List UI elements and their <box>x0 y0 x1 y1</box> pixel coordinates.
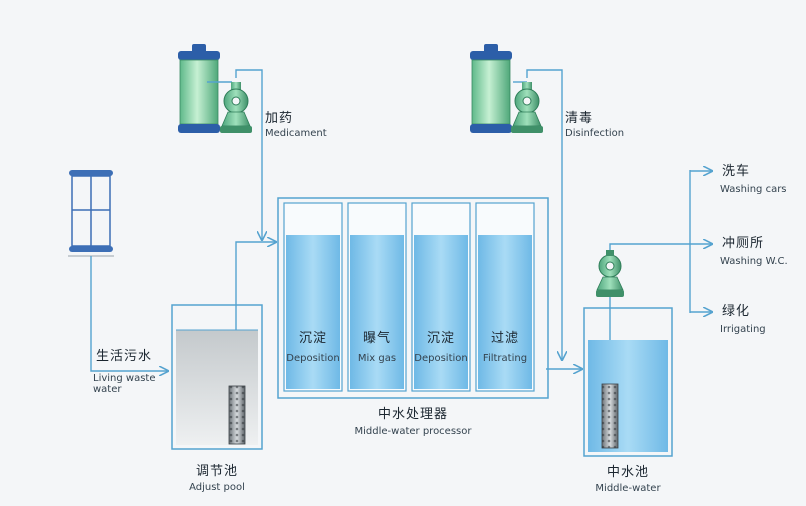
medicament-pump <box>207 81 252 133</box>
processor-label-en: Middle-water processor <box>354 426 472 437</box>
stage-3-label-en: Deposition <box>414 353 468 364</box>
living-waste-label: 生活污水 <box>96 349 153 364</box>
disinfection-label: 清毒 <box>565 111 594 126</box>
adjust-pool <box>171 304 263 450</box>
output-wc-label-en: Washing W.C. <box>720 256 788 267</box>
output-car-wash-label-en: Washing cars <box>720 184 787 195</box>
output-irrigation-label-en: Irrigating <box>720 324 766 335</box>
medicament-label-en: Medicament <box>265 128 327 139</box>
disinfection-tank <box>470 44 512 133</box>
medicament-pipe <box>235 69 262 240</box>
medicament-tank <box>178 44 220 133</box>
middle-pool-label: 中水池 <box>606 465 649 480</box>
disinfection-pipe <box>526 69 562 360</box>
stage-4-label-en: Filtrating <box>482 353 528 364</box>
output-irrigation-label: 绿化 <box>722 304 751 319</box>
stage-1-label: 沉淀 <box>298 331 327 346</box>
adjust-pool-label-en: Adjust pool <box>189 482 245 493</box>
disinfection-label-en: Disinfection <box>565 128 625 139</box>
stage-2-label: 曝气 <box>362 331 391 346</box>
output-car-wash-label: 洗车 <box>722 164 751 179</box>
processor-label: 中水处理器 <box>377 407 448 422</box>
output-wc-label: 冲厕所 <box>722 236 765 251</box>
roof-collector <box>68 170 114 257</box>
adjust-pool-label: 调节池 <box>195 464 238 479</box>
stage-3-label: 沉淀 <box>426 331 455 346</box>
middle-pump <box>596 250 624 297</box>
middle-pool-label-en: Middle-water <box>595 483 661 494</box>
stage-4-label: 过滤 <box>490 331 519 346</box>
disinfection-pump <box>511 81 543 133</box>
stage-1-label-en: Deposition <box>286 353 340 364</box>
living-waste-label-en-2: water <box>93 384 122 395</box>
living-waste-pipe <box>90 256 168 371</box>
stage-2-label-en: Mix gas <box>357 353 397 364</box>
middle-water-pool <box>583 307 673 457</box>
living-waste-label-en-1: Living waste <box>93 373 156 384</box>
processor-unit <box>277 197 549 399</box>
medicament-label: 加药 <box>265 111 294 126</box>
